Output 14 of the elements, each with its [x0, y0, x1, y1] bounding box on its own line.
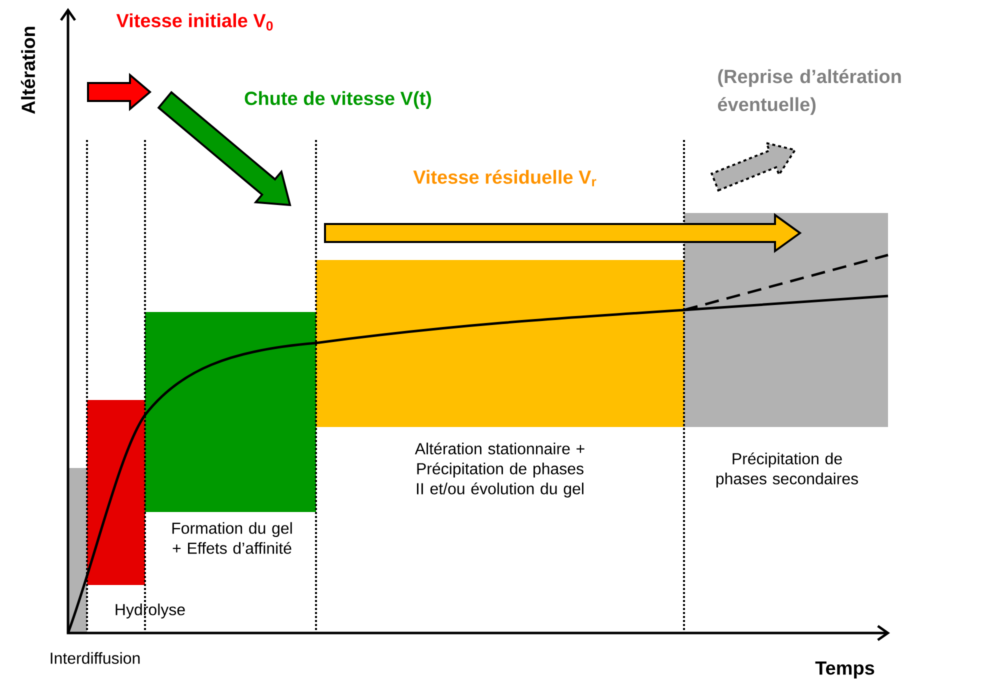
node-label: Interdiffusion	[50, 652, 140, 664]
phase-block: Altération stationnaire + Précipitation de phases II et/ou évolution du gel	[316, 260, 684, 498]
phase-block: Précipitation de phases secondaires	[684, 213, 888, 488]
annotation-label: (Reprise d’altération éventuelle)	[718, 69, 901, 115]
annotation-label: Vitesse initiale V$_{0}$	[116, 13, 273, 31]
annotation-label: Altération	[20, 26, 36, 114]
node-label: Altération stationnaire + Précipitation de phases II et/ou évolution du gel	[414, 442, 584, 498]
phase-block: Formation du gel + Effets d’affinité	[145, 312, 316, 554]
node-label: Hydrolyse	[116, 604, 185, 618]
node-label: Précipitation de phases secondaires	[716, 452, 858, 488]
annotation-label: Chute de vitesse V(t)	[244, 91, 431, 109]
annotation-label: Vitesse résiduelle V$_{r}$	[413, 170, 596, 186]
node-label: Formation du gel + Effets d’affinité	[172, 522, 292, 554]
annotation-label: Temps	[815, 662, 874, 678]
